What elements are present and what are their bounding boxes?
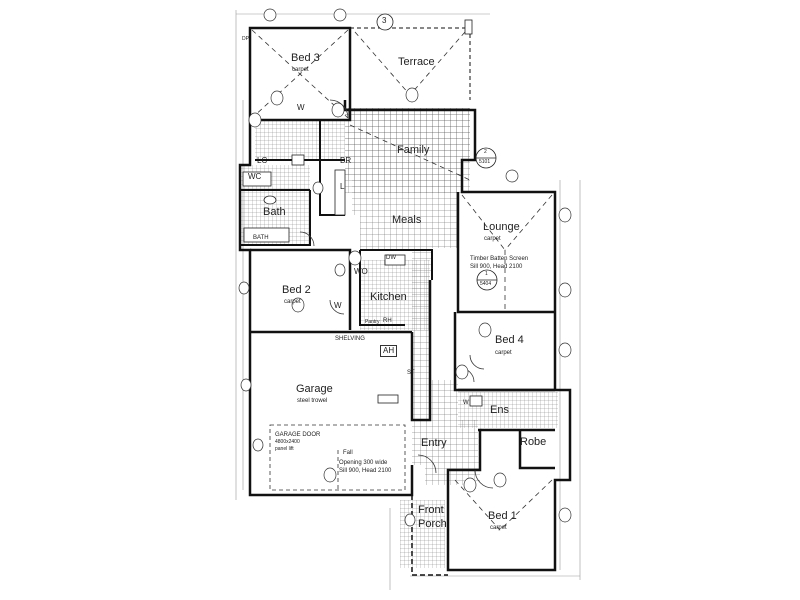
section-tag-number: 2 xyxy=(484,149,487,155)
room-finish-lounge: carpet xyxy=(484,236,501,242)
room-name-bed4: Bed 4 xyxy=(495,334,524,346)
room-name-ens: Ens xyxy=(490,404,509,416)
linen-label: L xyxy=(340,182,345,191)
roof-lines xyxy=(251,29,553,531)
room-name-bath: Bath xyxy=(263,206,286,218)
screen-note-line2: Sill 900, Head 2100 xyxy=(470,264,523,270)
opening-note-line1: Opening 300 wide xyxy=(339,460,388,466)
room-finish-bed4: carpet xyxy=(495,350,512,356)
room-name-garage: Garage xyxy=(296,383,333,395)
fall-label: Fall xyxy=(343,450,353,456)
br-label: BR xyxy=(340,156,352,165)
downpipe-label: DP xyxy=(242,36,249,42)
robe-w-ens-label: W xyxy=(463,400,469,406)
wc-label: WC xyxy=(248,172,262,181)
room-name-family: Family xyxy=(397,144,430,156)
wall-oven-label: WO xyxy=(354,267,368,276)
opening-note-line2: Sill 900, Head 2100 xyxy=(339,468,392,474)
room-finish-garage: steel trowel xyxy=(297,398,328,404)
terrace-section-tag: 3 xyxy=(382,16,387,25)
screen-tag-sheet: 5404 xyxy=(480,281,492,287)
laundry-cupboard-label: LC xyxy=(257,156,268,165)
air-handler-label: AH xyxy=(380,345,398,357)
robe-w-bed3-label: W xyxy=(297,103,305,112)
door-tags xyxy=(238,8,572,527)
room-name-bed1: Bed 1 xyxy=(488,510,517,522)
garage-door-note-line3: panel lift xyxy=(275,446,294,452)
section-markers xyxy=(376,13,498,291)
room-name-terrace: Terrace xyxy=(398,56,435,68)
room-name-front-porch-line1: Front xyxy=(418,504,444,516)
room-name-kitchen: Kitchen xyxy=(370,291,407,303)
room-name-front-porch-line2: Porch xyxy=(418,518,447,530)
room-finish-bed3: carpet xyxy=(292,67,309,73)
tiled-floor-areas xyxy=(240,108,558,568)
garage-door-note-line1: GARAGE DOOR xyxy=(275,432,321,438)
dishwasher-label: DW xyxy=(386,255,396,261)
room-name-bed3: Bed 3 xyxy=(291,52,320,64)
room-name-meals: Meals xyxy=(392,214,422,226)
room-name-entry: Entry xyxy=(421,437,447,449)
room-name-lounge: Lounge xyxy=(483,221,520,233)
robe-w-bed2-label: W xyxy=(334,301,342,310)
pantry-label: Pantry xyxy=(365,319,380,325)
bath-fixture-label: BATH xyxy=(253,235,269,241)
garage-door-note-line2: 4800x2400 xyxy=(275,439,300,445)
shelving-label: SHELVING xyxy=(335,336,365,342)
room-finish-bed2: carpet xyxy=(284,299,301,305)
rh-label: RH xyxy=(383,318,392,324)
storage-label: ST xyxy=(407,370,415,376)
garage-door-zone xyxy=(269,424,406,491)
section-tag-sheet: 5101 xyxy=(479,159,491,165)
screen-tag-number: 1 xyxy=(485,271,488,277)
room-finish-bed1: carpet xyxy=(490,525,507,531)
screen-note-line1: Timber Batten Screen xyxy=(470,256,529,262)
fixtures xyxy=(242,19,483,407)
room-name-robe: Robe xyxy=(520,436,547,448)
walls xyxy=(238,26,572,576)
room-name-bed2: Bed 2 xyxy=(282,284,311,296)
